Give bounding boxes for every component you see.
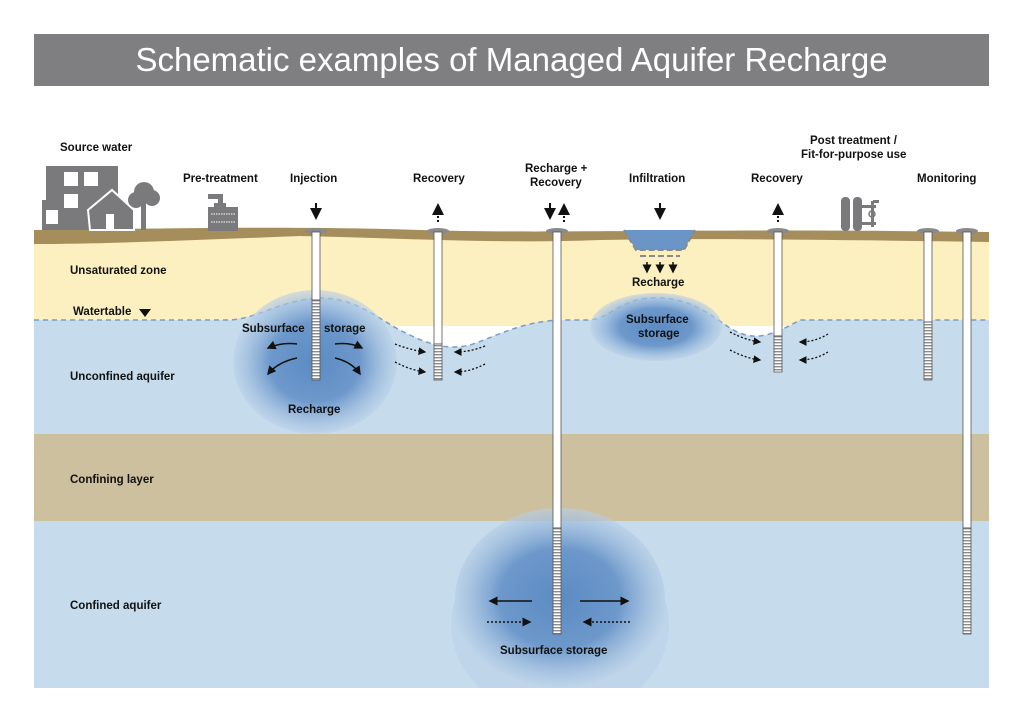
triangle-down-icon <box>139 309 151 317</box>
well-monitoring-deep <box>956 228 978 635</box>
label-injection-storage-left: Subsurface <box>242 323 305 335</box>
label-source-water: Source water <box>60 142 133 154</box>
label-pre-treatment: Pre-treatment <box>183 173 258 185</box>
label-recovery-1: Recovery <box>413 173 465 185</box>
arrows-infiltration-recharge <box>642 262 678 274</box>
label-infiltration-storage-2: storage <box>638 328 680 340</box>
label-recharge-recovery-1: Recharge + <box>525 163 588 175</box>
label-infiltration-recharge: Recharge <box>632 277 685 289</box>
label-recharge-recovery-2: Recovery <box>530 177 582 189</box>
infiltration-storage-plume <box>590 293 722 361</box>
treatment-unit-icon <box>208 194 238 231</box>
label-monitoring: Monitoring <box>917 173 977 185</box>
confining-layer <box>34 434 989 521</box>
label-infiltration-storage-1: Subsurface <box>626 314 689 326</box>
label-post-treatment-2: Fit-for-purpose use <box>801 149 907 161</box>
title-text: Schematic examples of Managed Aquifer Re… <box>135 41 888 78</box>
well-recharge-recovery <box>546 228 568 635</box>
arrows-confined-storage <box>487 596 630 627</box>
buildings-house-tree-icon <box>42 166 160 231</box>
well-recovery-2 <box>767 228 789 373</box>
page-title: Schematic examples of Managed Aquifer Re… <box>34 34 989 86</box>
label-recovery-2: Recovery <box>751 173 803 185</box>
label-injection-recharge: Recharge <box>288 404 341 416</box>
arrows-recovery-2-inflow <box>729 331 829 364</box>
label-confined-storage: Subsurface storage <box>500 645 608 657</box>
infiltration-basin <box>623 229 696 257</box>
label-unsaturated-zone: Unsaturated zone <box>70 265 167 277</box>
well-monitoring-shallow <box>917 228 939 381</box>
arrows-injection-spread <box>266 340 364 376</box>
label-injection-storage-right: storage <box>324 323 366 335</box>
label-unconfined-aquifer: Unconfined aquifer <box>70 371 175 383</box>
ground-surface <box>34 227 989 244</box>
well-recovery-1 <box>427 228 449 381</box>
label-confining-layer: Confining layer <box>70 474 154 486</box>
unsaturated-zone <box>34 236 989 326</box>
label-watertable: Watertable <box>73 306 132 318</box>
label-confined-aquifer: Confined aquifer <box>70 600 162 612</box>
arrows-recovery-1-inflow <box>394 343 486 376</box>
label-injection: Injection <box>290 173 338 185</box>
well-injection <box>305 228 327 381</box>
tanks-tap-icon <box>841 197 879 231</box>
label-post-treatment-1: Post treatment / <box>810 135 897 147</box>
label-infiltration: Infiltration <box>629 173 686 185</box>
